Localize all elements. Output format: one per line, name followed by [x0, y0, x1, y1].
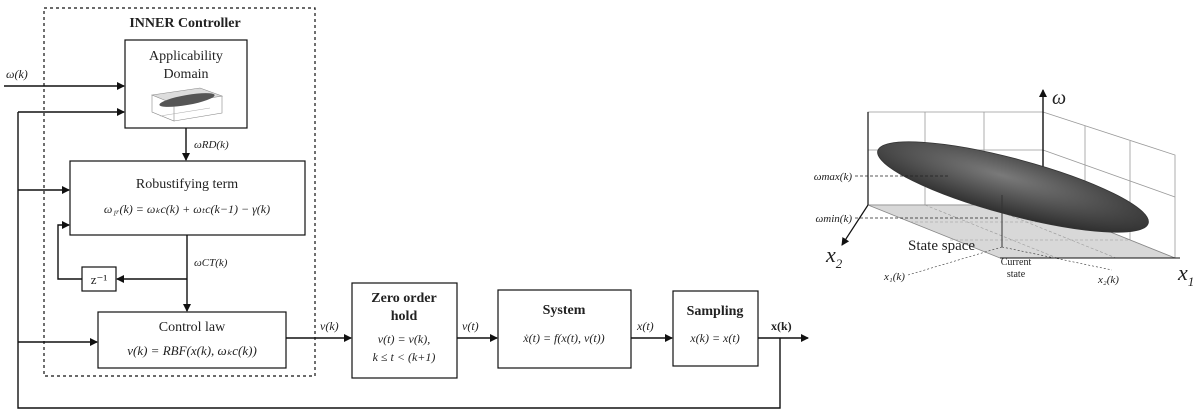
inner-controller-title: INNER Controller [129, 16, 240, 31]
x2-axis-arrow [841, 204, 869, 246]
x2-projection [1001, 246, 1113, 271]
x1-axis-label: x1 [1177, 260, 1194, 289]
system-title: System [543, 303, 586, 318]
sampling-block: Sampling x(k) = x(t) [672, 290, 759, 367]
mini-domain-plot [150, 87, 224, 122]
sampling-title: Sampling [687, 304, 744, 319]
omega-ct-label: ωCT(k) [194, 257, 228, 269]
omega-axis-label: ω [1052, 87, 1066, 109]
zoh-equation-2: k ≤ t < (k+1) [373, 350, 436, 364]
current-state-label-2: state [1007, 269, 1026, 280]
zero-order-hold-block: Zero order hold v(t) = v(k), k ≤ t < (k+… [351, 282, 458, 379]
x1k-label: x₁(k) [883, 271, 905, 283]
inner-controller-boundary [43, 7, 316, 377]
v-t-label: v(t) [462, 319, 479, 333]
zoh-title-1: Zero order [371, 291, 436, 306]
applicability-label-2: Domain [163, 67, 208, 82]
applicability-label-1: Applicability [149, 49, 223, 64]
x-k-label: x(k) [771, 319, 792, 333]
v-k-label: v(k) [320, 319, 339, 333]
state-space-label: State space [908, 238, 975, 254]
omega-max-label: ωmax(k) [814, 171, 853, 183]
robustifying-term-block: Robustifying term ω₁ᵣ(k) = ωₖc(k) + ωₜc(… [69, 160, 306, 236]
control-law-title: Control law [159, 320, 226, 335]
current-state-label-1: Current [1001, 257, 1032, 268]
domain-3d-plot: ω x2 x1 ωmax(k) ωmin(k) State space Curr… [814, 87, 1195, 289]
delay-label: z⁻¹ [91, 272, 108, 287]
zoh-equation-1: v(t) = v(k), [378, 332, 430, 346]
omega-rd-label: ωRD(k) [194, 139, 229, 151]
robustifying-title: Robustifying term [136, 177, 238, 192]
system-block: System ẋ(t) = f(x(t), v(t)) [497, 289, 632, 369]
system-equation: ẋ(t) = f(x(t), v(t)) [522, 331, 604, 345]
x-t-label: x(t) [636, 319, 654, 333]
omega-input-label: ω(k) [6, 67, 28, 81]
delay-feedback-line [57, 221, 82, 280]
x1-projection [907, 246, 1003, 276]
sampling-equation: x(k) = x(t) [689, 331, 739, 345]
control-law-equation: v(k) = RBF(x(k), ωₖc(k)) [127, 343, 257, 358]
state-feedback-loop [17, 112, 781, 409]
delay-block: z⁻¹ [81, 266, 117, 292]
omega-min-label: ωmin(k) [816, 213, 853, 225]
applicability-ellipsoid [877, 141, 1149, 233]
applicability-domain-block: Applicability Domain [124, 39, 248, 129]
x2-axis-label: x2 [825, 242, 843, 271]
x2k-label: x₂(k) [1097, 274, 1119, 286]
robustifying-equation: ω₁ᵣ(k) = ωₖc(k) + ωₜc(k−1) − γ(k) [104, 202, 270, 216]
control-law-block: Control law v(k) = RBF(x(k), ωₖc(k)) [97, 311, 287, 369]
zoh-title-2: hold [391, 309, 418, 324]
signal-lines [4, 82, 809, 409]
